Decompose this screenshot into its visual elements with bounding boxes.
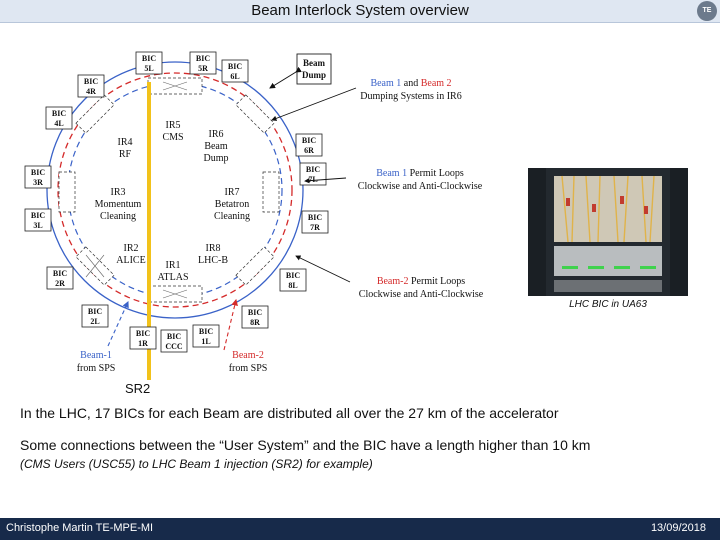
lhc-bic-rack-photo — [528, 168, 688, 296]
body-text-example: (CMS Users (USC55) to LHC Beam 1 injecti… — [20, 457, 373, 471]
beam2-legend-arrow — [295, 255, 351, 283]
sr2-label: SR2 — [125, 381, 151, 396]
cern-logo-icon: TE — [697, 1, 717, 21]
body-text-bic-distribution: In the LHC, 17 BICs for each Beam are di… — [20, 405, 559, 421]
beam2-injection-arrow — [223, 298, 238, 351]
beam2-ring — [57, 72, 293, 308]
beam1-legend-arrow — [304, 177, 347, 184]
beam1-injection-arrow — [107, 300, 129, 347]
photo-caption: LHC BIC in UA63 — [569, 299, 647, 310]
dump-legend-arrow — [271, 87, 357, 121]
body-text-connection-length: Some connections between the “User Syste… — [20, 437, 591, 453]
footer-bar: Christophe Martin TE-MPE-MI 13/09/2018 — [0, 518, 720, 540]
slide-title: Beam Interlock System overview — [251, 2, 469, 19]
footer-date: 13/09/2018 — [650, 522, 706, 534]
dump-arrow — [269, 66, 302, 89]
beam1-outer-ring — [46, 61, 304, 319]
title-bar — [0, 0, 720, 23]
crossing-marks — [85, 81, 188, 299]
footer-author: Christophe Martin TE-MPE-MI — [6, 522, 154, 534]
